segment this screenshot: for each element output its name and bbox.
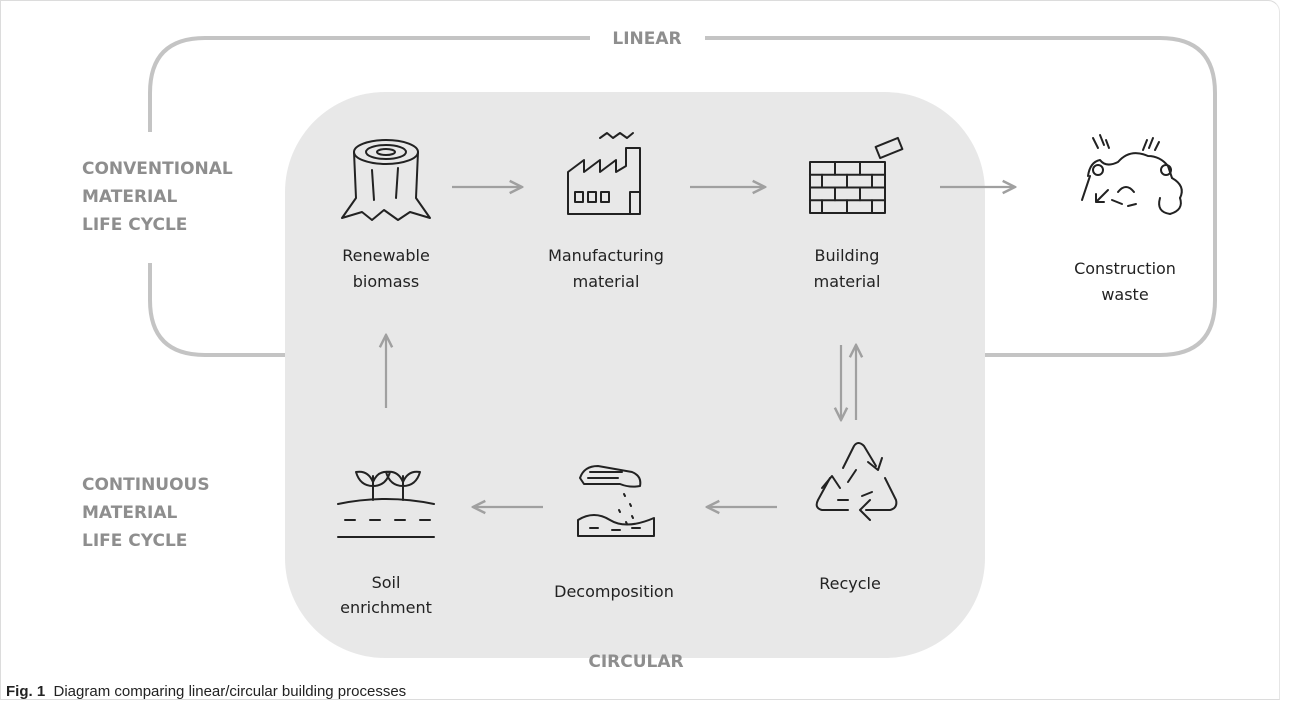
svg-text:Manufacturing: Manufacturing (548, 246, 664, 265)
node-building-material: Building material (814, 246, 881, 291)
svg-text:Soil: Soil (372, 573, 401, 592)
svg-text:Renewable: Renewable (342, 246, 430, 265)
svg-text:CONVENTIONAL: CONVENTIONAL (82, 159, 233, 179)
figure-caption-text: Diagram comparing linear/circular buildi… (53, 683, 407, 700)
svg-text:material: material (814, 272, 881, 291)
node-decomposition: Decomposition (554, 582, 674, 601)
node-renewable-biomass: Renewable biomass (342, 246, 430, 291)
waste-pile-icon (1081, 134, 1183, 215)
svg-text:LIFE CYCLE: LIFE CYCLE (82, 215, 187, 235)
svg-text:waste: waste (1101, 285, 1148, 304)
continuous-life-cycle-label: CONTINUOUS MATERIAL LIFE CYCLE (82, 475, 210, 551)
svg-text:Recycle: Recycle (819, 574, 881, 593)
circular-title: CIRCULAR (588, 652, 683, 672)
sprouts-icon (337, 470, 435, 538)
svg-text:CONTINUOUS: CONTINUOUS (82, 475, 210, 495)
flow-arrows (386, 187, 1015, 507)
svg-text:MATERIAL: MATERIAL (82, 187, 178, 207)
decomposition-icon (577, 465, 655, 537)
svg-text:Construction: Construction (1074, 259, 1176, 278)
factory-icon (567, 132, 641, 215)
figure-caption: Fig. 1 Diagram comparing linear/circular… (6, 683, 406, 700)
diagram: LINEAR CIRCULAR CONVENTIONAL MATERIAL LI… (82, 29, 1217, 672)
linear-loop-outline (148, 36, 1217, 357)
tree-stump-icon (341, 139, 431, 221)
conventional-life-cycle-label: CONVENTIONAL MATERIAL LIFE CYCLE (82, 159, 233, 235)
node-construction-waste: Construction waste (1074, 259, 1176, 304)
recycle-icon (815, 442, 898, 521)
svg-text:MATERIAL: MATERIAL (82, 503, 178, 523)
svg-text:Building: Building (815, 246, 880, 265)
svg-text:biomass: biomass (353, 272, 419, 291)
svg-text:Decomposition: Decomposition (554, 582, 674, 601)
node-recycle: Recycle (819, 574, 881, 593)
node-manufacturing-material: Manufacturing material (548, 246, 664, 291)
circular-region (285, 92, 985, 658)
svg-text:LIFE CYCLE: LIFE CYCLE (82, 531, 187, 551)
linear-title: LINEAR (612, 29, 681, 49)
svg-text:enrichment: enrichment (340, 598, 432, 617)
figure-caption-label: Fig. 1 (6, 683, 46, 700)
brick-wall-icon (809, 136, 904, 214)
node-soil-enrichment: Soil enrichment (340, 573, 432, 617)
svg-text:material: material (573, 272, 640, 291)
